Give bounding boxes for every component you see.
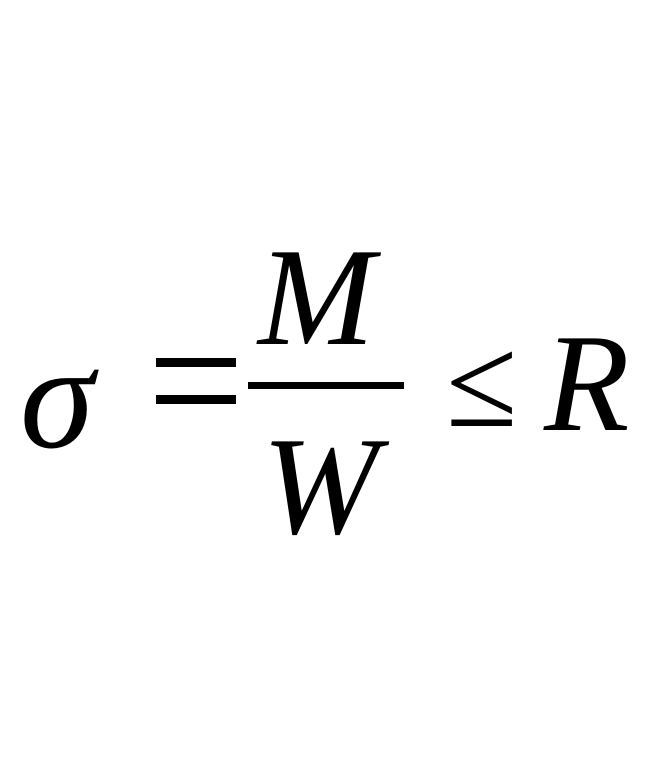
sigma-symbol: σ xyxy=(20,314,94,480)
equals-bar-bottom xyxy=(156,395,236,404)
fraction-numerator: M xyxy=(258,220,375,375)
less-than-or-equal-sign: ≤ xyxy=(446,311,518,455)
equals-bar-top xyxy=(156,358,236,367)
fraction-bar xyxy=(248,382,404,389)
r-symbol: R xyxy=(544,306,630,461)
fraction-denominator: W xyxy=(262,409,379,564)
